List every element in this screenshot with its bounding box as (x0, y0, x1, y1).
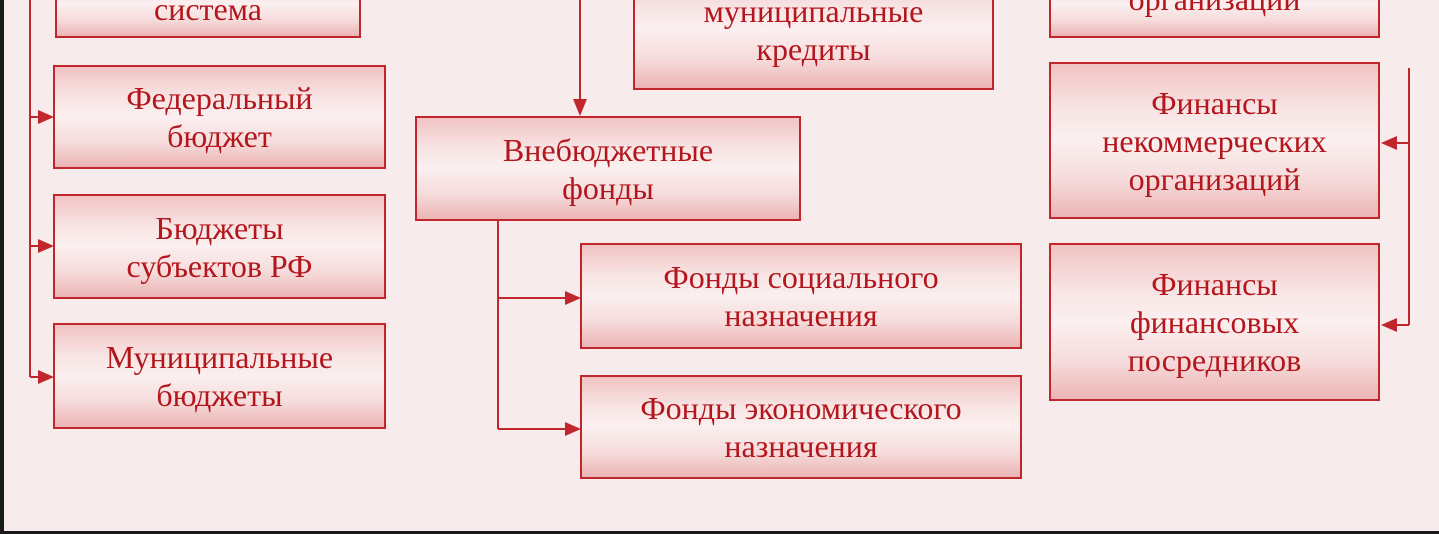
arrow-head-social (565, 291, 581, 305)
organizations-top-box: организаций (1049, 0, 1380, 38)
arrow-head-economic (565, 422, 581, 436)
regional-budgets-box: Бюджеты субъектов РФ (53, 194, 386, 299)
arrow-head-regional (38, 239, 54, 253)
arrow-head-federal (38, 110, 54, 124)
extrabudgetary-funds-box: Внебюджетные фонды (415, 116, 801, 221)
arrow-head-intermediary (1381, 318, 1397, 332)
economic-funds-box: Фонды экономического назначения (580, 375, 1022, 479)
arrow-head-nonprofit (1381, 136, 1397, 150)
arrow-head-extrabudgetary (573, 99, 587, 116)
intermediary-finance-box: Финансы финансовых посредников (1049, 243, 1380, 401)
budget-system-box: система (55, 0, 361, 38)
social-funds-box: Фонды социального назначения (580, 243, 1022, 349)
municipal-credits-box: муниципальные кредиты (633, 0, 994, 90)
arrow-head-municipal (38, 370, 54, 384)
nonprofit-finance-box: Финансы некоммерческих организаций (1049, 62, 1380, 219)
municipal-budgets-box: Муниципальные бюджеты (53, 323, 386, 429)
federal-budget-box: Федеральный бюджет (53, 65, 386, 169)
